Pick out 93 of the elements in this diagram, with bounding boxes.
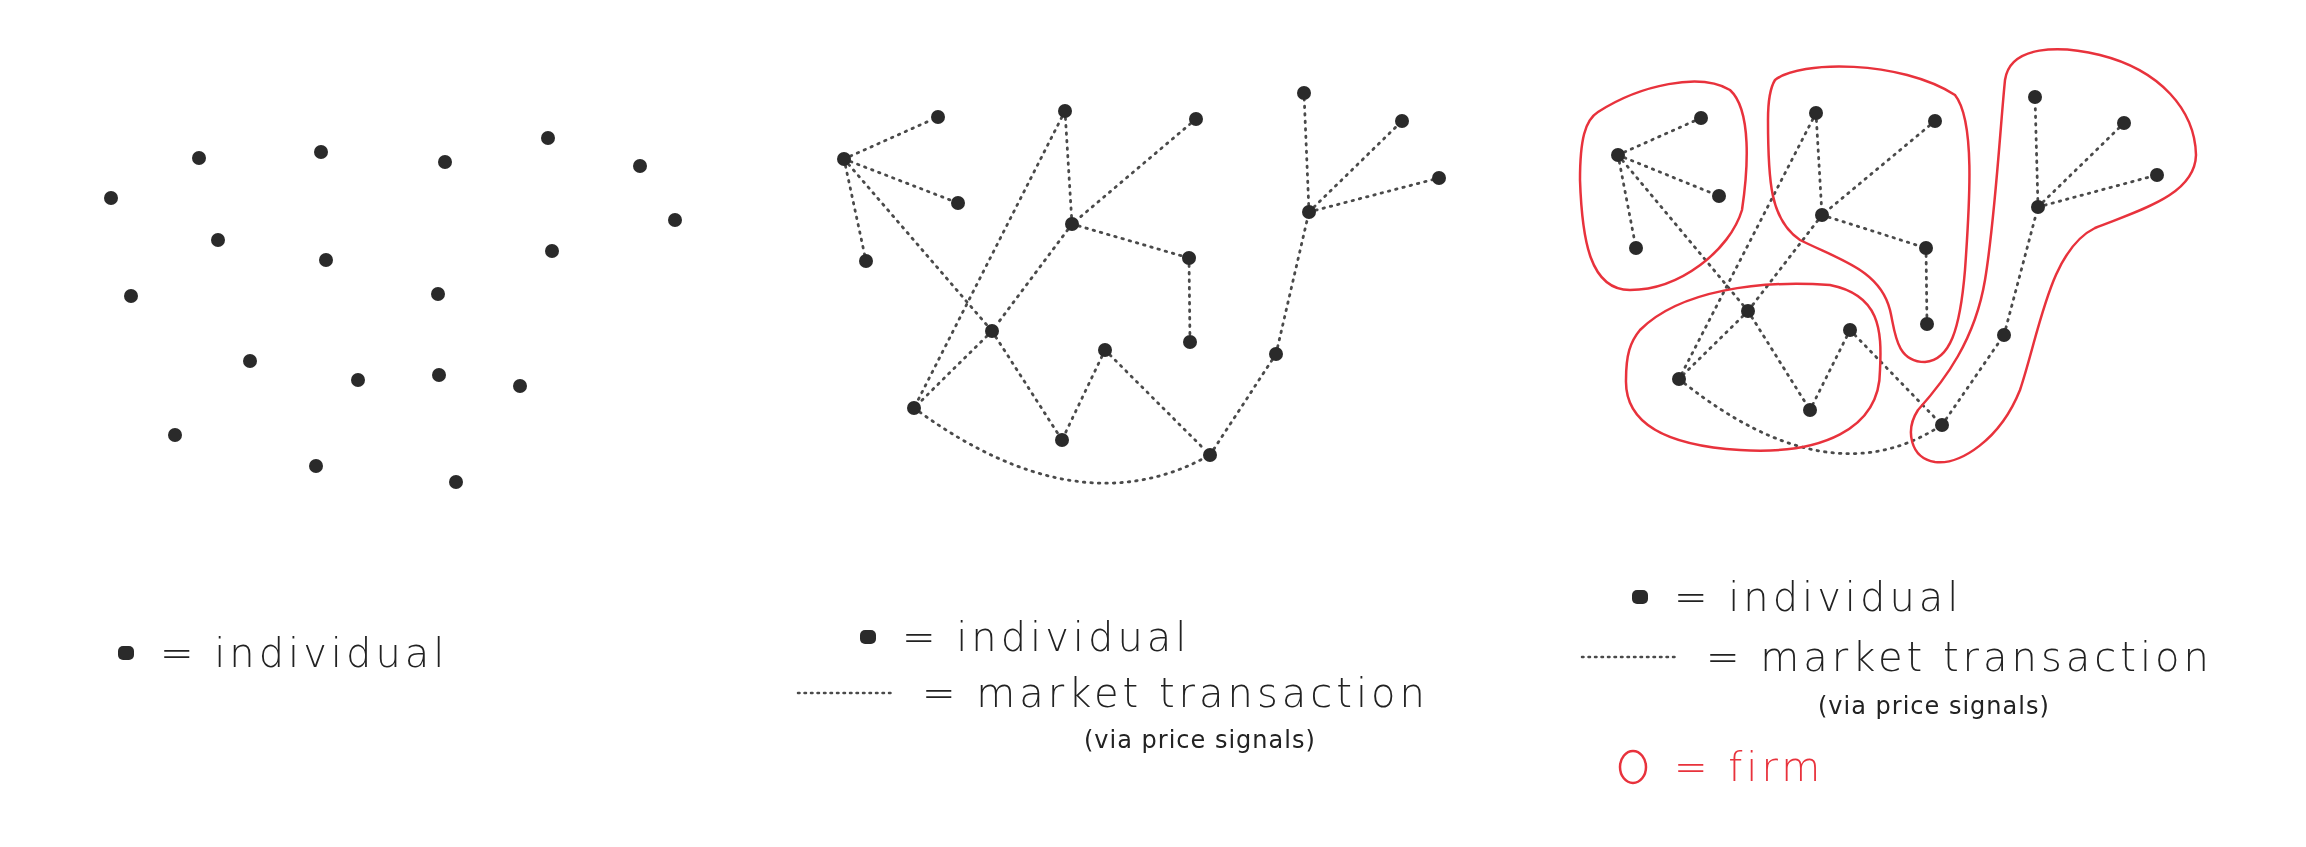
legend-text: = individual bbox=[1674, 574, 1963, 620]
individual-dot bbox=[541, 131, 555, 145]
individual-dot bbox=[1189, 112, 1203, 126]
market-transaction-line bbox=[1683, 381, 1938, 455]
individual-dot bbox=[243, 354, 257, 368]
individual-dot bbox=[1297, 86, 1311, 100]
individual-dot bbox=[1269, 347, 1283, 361]
individual-dot bbox=[351, 373, 365, 387]
note-text: (via price signals) bbox=[1084, 726, 1316, 754]
individual-dot bbox=[2117, 116, 2131, 130]
individual-dot bbox=[449, 475, 463, 489]
individual-dot bbox=[1919, 241, 1933, 255]
market-transaction-line bbox=[1826, 124, 1931, 212]
individual-dot bbox=[2028, 90, 2042, 104]
individual-dot bbox=[633, 159, 647, 173]
individual-dot bbox=[168, 428, 182, 442]
market-transaction-line bbox=[1623, 156, 1714, 195]
individual-dot bbox=[931, 110, 945, 124]
market-transaction-line bbox=[1312, 124, 1399, 209]
market-transaction-line bbox=[1680, 117, 1815, 375]
individual-dot bbox=[309, 459, 323, 473]
market-transaction-line bbox=[1302, 98, 1311, 207]
individual-dot bbox=[1058, 104, 1072, 118]
individual-dot bbox=[1629, 241, 1643, 255]
market-transaction-line bbox=[994, 335, 1060, 436]
individual-dot bbox=[1997, 328, 2011, 342]
legend-text: = market transaction bbox=[922, 670, 1429, 716]
individual-dot bbox=[124, 289, 138, 303]
individual-dot bbox=[1183, 335, 1197, 349]
individual-dot bbox=[1694, 111, 1708, 125]
legend-text: = individual bbox=[160, 630, 449, 676]
individual-dot bbox=[668, 213, 682, 227]
individual-dot bbox=[438, 155, 452, 169]
market-transaction-line bbox=[1212, 358, 1274, 451]
individual-dot bbox=[1395, 114, 1409, 128]
firm-outline bbox=[1578, 80, 1750, 292]
individual-dot bbox=[1065, 217, 1079, 231]
individual-dot bbox=[837, 152, 851, 166]
market-transaction-line bbox=[2041, 126, 2121, 204]
legend-text: = individual bbox=[902, 614, 1191, 660]
individual-dot bbox=[1803, 403, 1817, 417]
market-transaction-line bbox=[1682, 314, 1745, 376]
individual-dot bbox=[859, 254, 873, 268]
market-transaction-line bbox=[844, 164, 866, 256]
firm-outline bbox=[1766, 64, 1972, 363]
individual-dot bbox=[1098, 343, 1112, 357]
individual-dot bbox=[431, 287, 445, 301]
market-transaction-line bbox=[1276, 217, 1309, 349]
market-transaction-line bbox=[1314, 178, 1434, 212]
individual-dot bbox=[314, 145, 328, 159]
firm-outline bbox=[1625, 283, 1883, 452]
individual-dot bbox=[545, 244, 559, 258]
individual-dot bbox=[1203, 448, 1217, 462]
individual-dot bbox=[1920, 317, 1934, 331]
market-transaction-line bbox=[1187, 263, 1192, 337]
note-text: (via price signals) bbox=[1818, 692, 2050, 720]
individual-dot bbox=[1935, 418, 1949, 432]
market-transaction-line bbox=[1944, 339, 2002, 421]
market-transaction-line bbox=[1064, 116, 1073, 219]
individual-dot bbox=[951, 196, 965, 210]
individual-dot bbox=[1611, 148, 1625, 162]
individual-dot bbox=[2031, 200, 2045, 214]
individual-dot bbox=[211, 233, 225, 247]
individual-dot bbox=[513, 379, 527, 393]
individual-dot bbox=[1928, 114, 1942, 128]
individual-dot bbox=[1809, 106, 1823, 120]
market-transaction-line bbox=[1811, 334, 1849, 406]
market-transaction-line bbox=[1063, 354, 1104, 436]
individual-dot bbox=[1843, 323, 1857, 337]
individual-dot bbox=[104, 191, 118, 205]
legend-text: = market transaction bbox=[1706, 634, 2213, 680]
market-transaction-line bbox=[1077, 224, 1184, 258]
individual-dot bbox=[985, 324, 999, 338]
market-transaction-line bbox=[2043, 175, 2152, 207]
individual-dot bbox=[2150, 168, 2164, 182]
market-transaction-line bbox=[1621, 159, 1745, 307]
individual-dot bbox=[1741, 304, 1755, 318]
individual-dot bbox=[1432, 171, 1446, 185]
individual-dot bbox=[192, 151, 206, 165]
individual-dot bbox=[1302, 205, 1316, 219]
market-transaction-line bbox=[847, 162, 989, 328]
individual-dot bbox=[1055, 433, 1069, 447]
individual-dot bbox=[907, 401, 921, 415]
individual-dot bbox=[1182, 251, 1196, 265]
market-transaction-line bbox=[1750, 219, 1820, 307]
individual-dot bbox=[1672, 372, 1686, 386]
individual-dot bbox=[432, 368, 446, 382]
market-transaction-line bbox=[915, 115, 1064, 404]
individual-dot bbox=[319, 253, 333, 267]
legend-text: = firm bbox=[1674, 744, 1825, 790]
individual-dot bbox=[1815, 208, 1829, 222]
individual-dot bbox=[1712, 189, 1726, 203]
market-transaction-line bbox=[849, 160, 953, 202]
